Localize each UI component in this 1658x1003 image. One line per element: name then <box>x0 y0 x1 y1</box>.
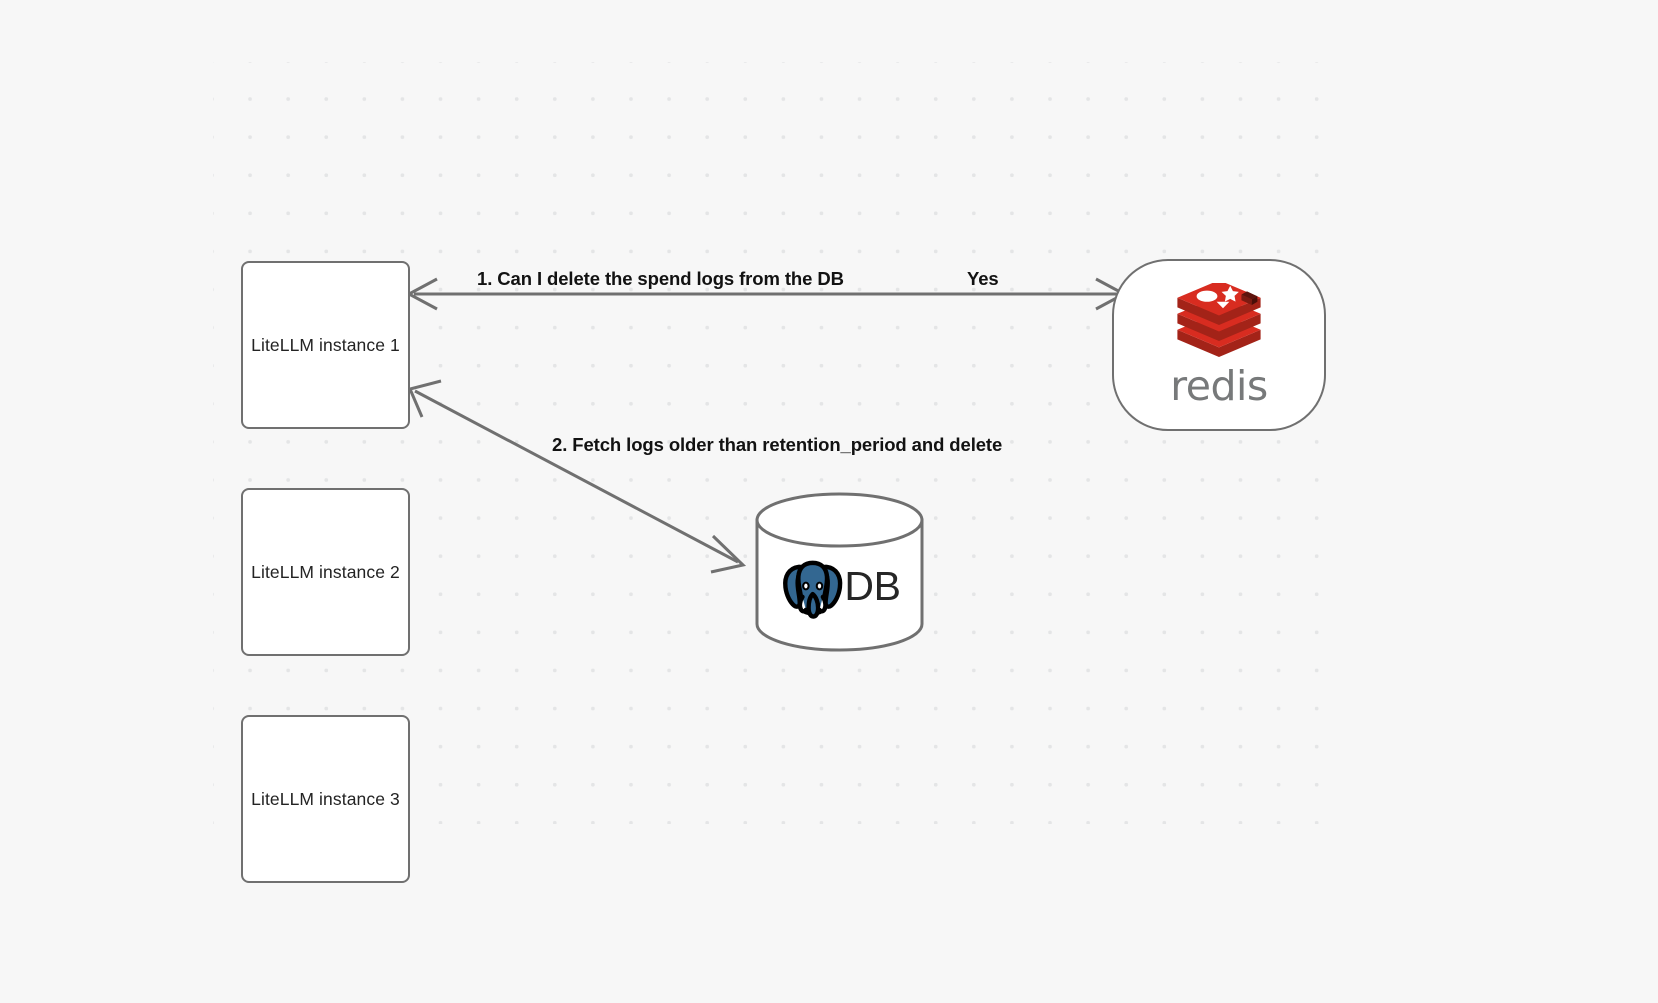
node-label: LiteLLM instance 3 <box>251 788 400 809</box>
redis-wordmark: redis <box>1170 362 1268 410</box>
db-label: DB <box>844 562 901 609</box>
node-litellm-instance-1[interactable]: LiteLLM instance 1 <box>241 261 410 429</box>
node-litellm-instance-2[interactable]: LiteLLM instance 2 <box>241 488 410 656</box>
edge-line-2 <box>414 389 739 564</box>
db-content: DB <box>754 536 925 636</box>
node-litellm-instance-3[interactable]: LiteLLM instance 3 <box>241 715 410 883</box>
node-db[interactable]: DB <box>754 492 925 652</box>
edge-label-2: 2. Fetch logs older than retention_perio… <box>552 434 1003 455</box>
node-label: LiteLLM instance 2 <box>251 561 400 582</box>
edge-litellm1-db <box>407 379 747 574</box>
node-redis[interactable]: redis <box>1112 259 1326 431</box>
edge-label-1: 1. Can I delete the spend logs from the … <box>477 268 844 289</box>
edge-label-1-reply: Yes <box>967 268 999 289</box>
node-label: LiteLLM instance 1 <box>251 334 400 355</box>
arrowhead-left-2 <box>407 379 442 418</box>
arrowhead-right-2 <box>710 534 747 574</box>
postgresql-elephant-icon <box>783 560 843 619</box>
redis-logo-icon <box>1177 283 1261 357</box>
